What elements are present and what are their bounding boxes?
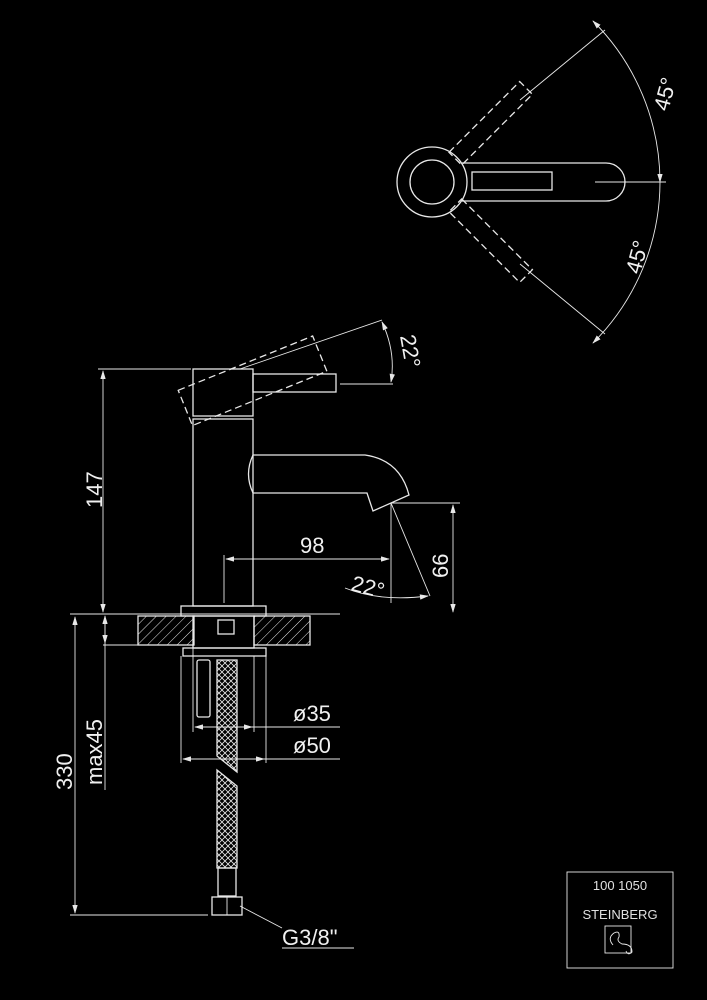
cartridge-head [192,368,254,417]
lever-angle-label: 22° [395,333,425,370]
dim-reach-label: 98 [300,533,324,558]
dim-spout-height-label: 66 [428,554,453,578]
lever [252,373,337,393]
angle-label-lower: 45° [621,238,654,277]
threaded-rod [196,659,211,718]
article-number: 100 1050 [593,878,647,893]
spout-angle-label: 22° [349,571,388,604]
lever-left-position [448,80,534,166]
angle-arc-lower [592,181,661,344]
fixing-washer [182,647,267,657]
dim-deck-thickness-label: max45 [82,719,107,785]
deck-plate [180,605,267,617]
mounting-stud [192,615,255,649]
lever-raised-position [177,335,328,427]
top-view: 45° 45° [396,20,682,344]
connection-label: G3/8" [282,925,338,950]
hose-upper [216,659,238,774]
angle-label-upper: 45° [649,75,682,114]
nut [217,619,235,635]
hose-ferrule [217,867,237,897]
body-column [192,418,254,607]
title-block: 100 1050 STEINBERG [566,871,674,969]
body-inner-circle [409,159,455,205]
lever-right-position [448,198,534,284]
dim-base-diameter-label: ø50 [293,733,331,758]
dim-height-label: 147 [82,471,107,508]
spout [247,454,410,512]
brand-name: STEINBERG [582,907,657,922]
lever-angle-arc [381,321,395,383]
dim-total-length-label: 330 [52,753,77,790]
angle-arc-upper [592,20,663,183]
hose-lower [216,768,238,869]
side-view: 147 98 66 22° 22° 330 max45 ø35 ø50 [52,319,460,950]
countertop-right [253,615,311,646]
body-outer-circle [396,146,468,218]
brand-logo-icon [604,925,633,955]
lever-slot [471,171,553,191]
dim-hole-diameter-label: ø35 [293,701,331,726]
countertop-left [137,615,195,646]
